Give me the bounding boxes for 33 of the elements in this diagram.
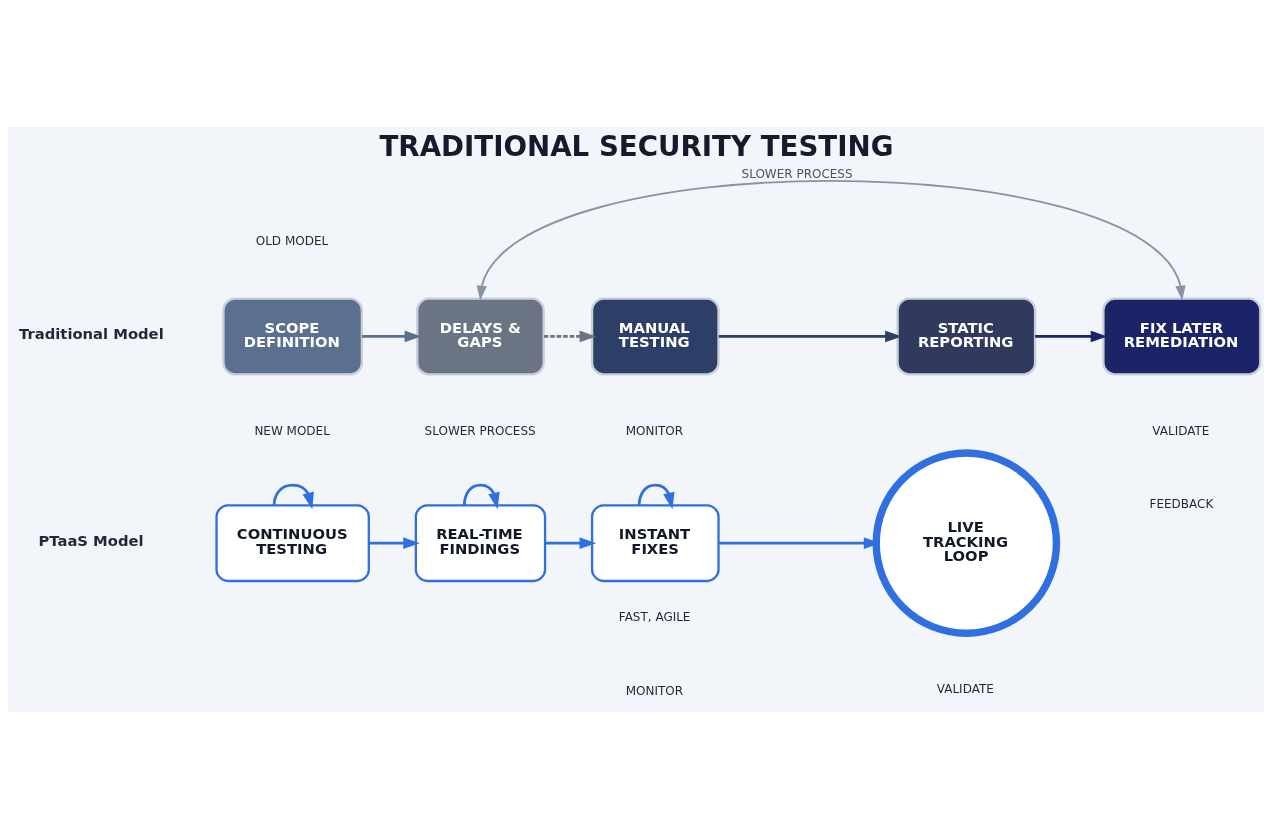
arrow (476, 179, 1186, 300)
edge-label: SLOWER PROCESS (741, 166, 853, 181)
node-box: SCOPE DEFINITION (222, 296, 364, 375)
arrow (272, 483, 314, 509)
arrow (362, 330, 422, 342)
arrow (462, 483, 500, 509)
arrow (1035, 330, 1108, 342)
arrow (718, 330, 902, 342)
label: PTaaS Model (38, 531, 144, 549)
label: NEW MODEL (254, 423, 330, 438)
label: SLOWER PROCESS (424, 423, 536, 438)
arrow (543, 330, 597, 342)
label: VALIDATE (1152, 423, 1210, 438)
node-box: STATIC REPORTING (896, 296, 1037, 375)
label: OLD MODEL (255, 233, 329, 248)
label: VALIDATE (936, 681, 994, 696)
arrow (637, 483, 675, 509)
node-box: FIX LATER REMEDIATION (1102, 296, 1262, 375)
arrow (368, 536, 420, 549)
node-box: MANUAL TESTING (590, 296, 720, 375)
arrow (545, 536, 597, 549)
node-circle: LIVE TRACKING LOOP (872, 448, 1061, 637)
label: FEEDBACK (1149, 496, 1214, 511)
label: MONITOR (625, 683, 684, 698)
node-box: DELAYS & GAPS (416, 296, 545, 375)
label: FAST, AGILE (618, 609, 691, 624)
node-box: INSTANT FIXES (590, 503, 720, 582)
arrow (718, 536, 881, 549)
node-box: CONTINUOUS TESTING (215, 503, 370, 582)
node-box: REAL-TIME FINDINGS (414, 503, 547, 582)
diagram-title: TRADITIONAL SECURITY TESTING (379, 129, 894, 163)
label: MONITOR (625, 423, 684, 438)
label: Traditional Model (19, 324, 164, 342)
